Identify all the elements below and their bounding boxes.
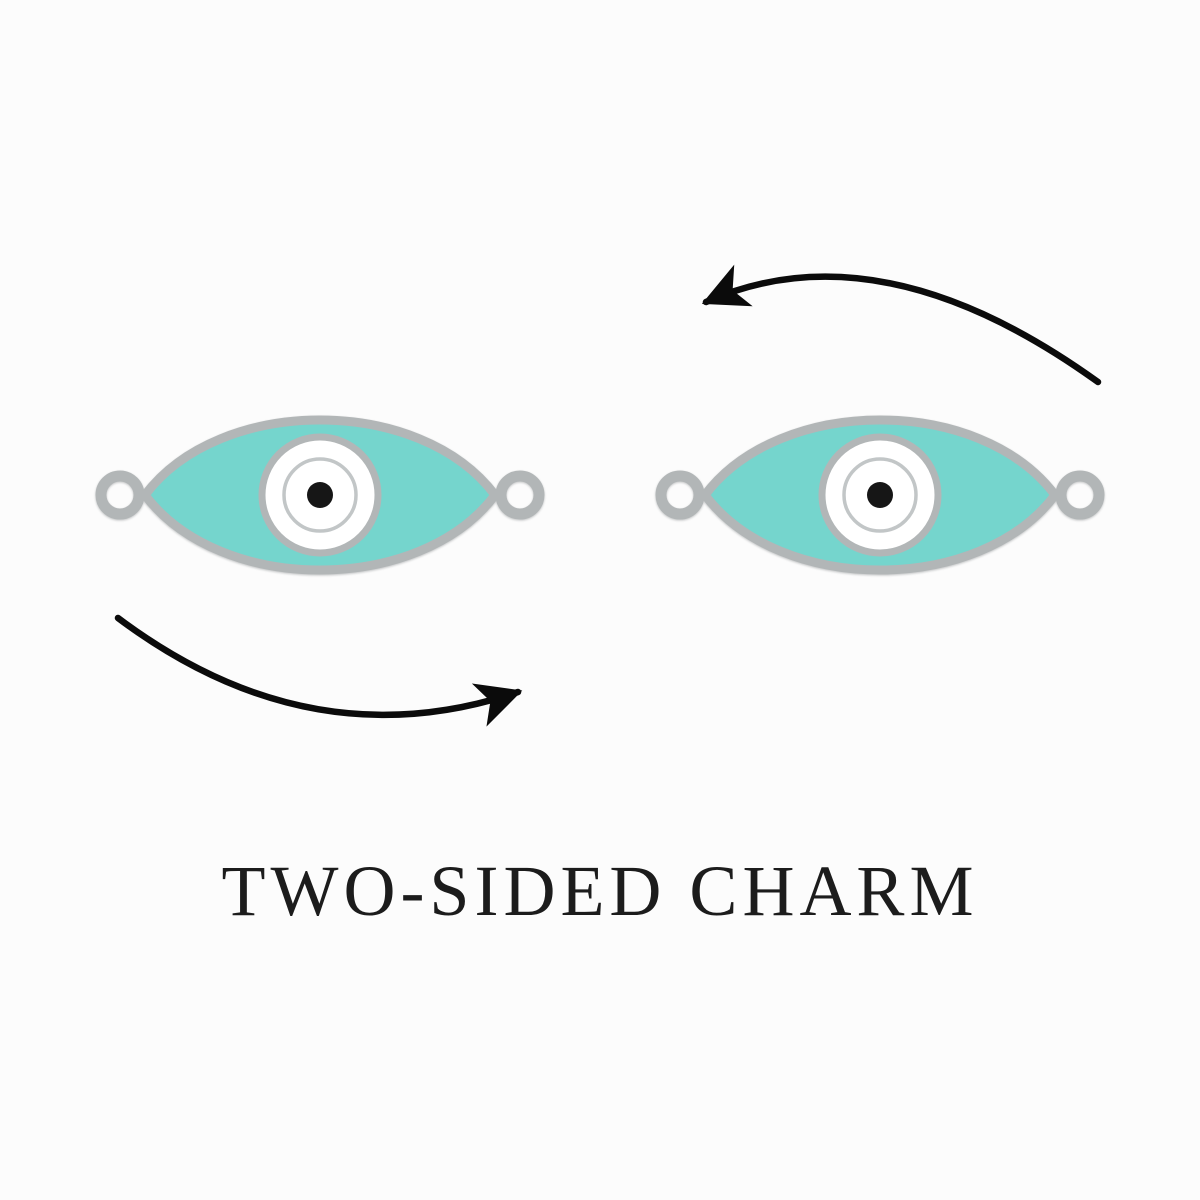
rotation-arrow-bottom-icon <box>114 614 523 727</box>
charm-back <box>661 420 1099 570</box>
charm-front <box>101 420 539 570</box>
rotation-arrow-top-icon <box>701 264 1102 386</box>
product-caption: TWO-SIDED CHARM <box>221 851 979 931</box>
